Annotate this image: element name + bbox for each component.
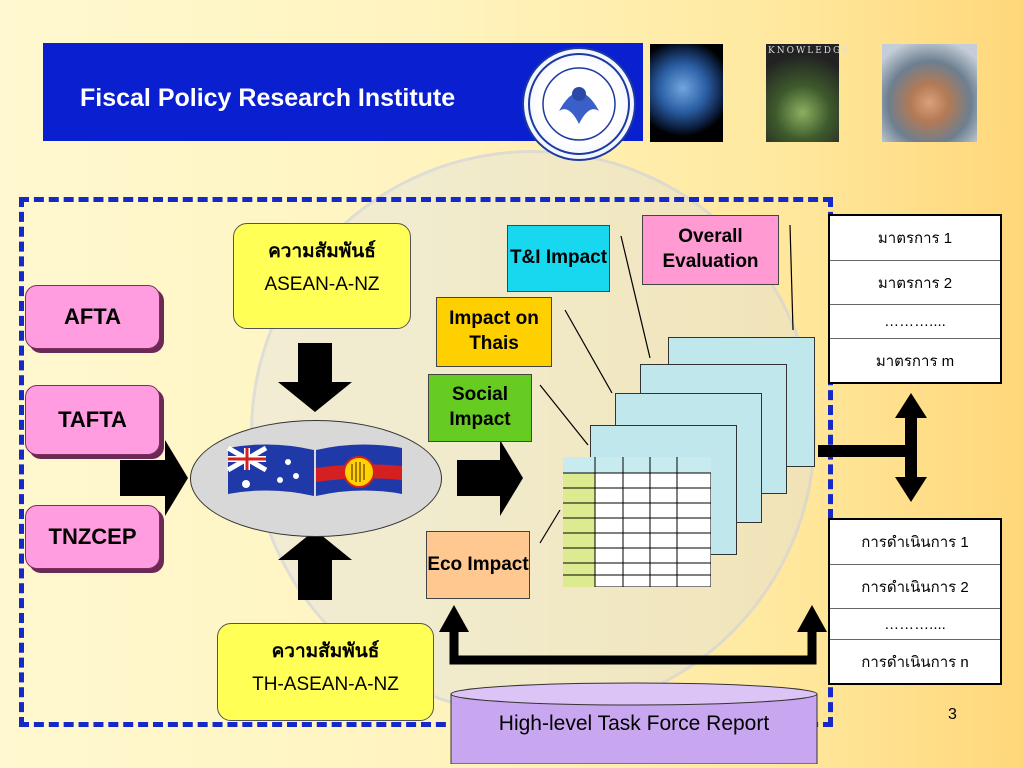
up-arrow <box>278 530 352 600</box>
relationship-top-title: ความสัมพันธ์ <box>268 241 376 262</box>
measure-item: มาตรการ m <box>875 352 955 370</box>
feedback-arrow-right <box>797 605 827 632</box>
earth-photo <box>650 44 723 142</box>
bracket-connector <box>818 445 908 457</box>
report-cylinder <box>450 682 818 764</box>
down-arrow <box>278 343 352 412</box>
relationship-top: ความสัมพันธ์ ASEAN-A-NZ <box>233 223 411 329</box>
header-title: Fiscal Policy Research Institute <box>80 84 456 112</box>
knowledge-photo: KNOWLEDGE <box>766 44 849 142</box>
double-arrow-down <box>895 477 927 502</box>
input-arrow <box>120 440 188 516</box>
action-item: การดำเนินการ 1 <box>830 520 1000 565</box>
input-tnzcep: TNZCEP <box>25 505 160 569</box>
relationship-bottom-title: ความสัมพันธ์ <box>271 641 380 662</box>
ti-impact-box: T&I Impact <box>507 225 610 292</box>
knowledge-text: KNOWLEDGE <box>768 46 851 56</box>
measures-list: มาตรการ 1 มาตรการ 2 ……….... มาตรการ m <box>828 214 1002 384</box>
callout-lines <box>539 224 794 544</box>
measure-item: ……….... <box>830 305 1000 339</box>
overall-evaluation-box: Overall Evaluation <box>642 215 779 285</box>
social-impact-box: Social Impact <box>428 374 532 442</box>
australia-asean-flags <box>226 444 402 496</box>
input-afta: AFTA <box>25 285 160 349</box>
action-item: ……….... <box>830 609 1000 640</box>
page-number: 3 <box>948 706 957 723</box>
process-frame <box>19 197 833 727</box>
input-tafta: TAFTA <box>25 385 160 455</box>
feedback-arrow-left <box>439 605 469 632</box>
report-label: High-level Task Force Report <box>498 712 770 735</box>
relationship-top-subtitle: ASEAN-A-NZ <box>264 274 380 295</box>
eco-impact-box: Eco Impact <box>426 531 530 599</box>
institute-logo <box>522 47 636 161</box>
impact-on-thais-box: Impact on Thais <box>436 297 552 367</box>
actions-list: การดำเนินการ 1 การดำเนินการ 2 ……….... กา… <box>828 518 1002 685</box>
teamwork-hands-photo <box>882 44 977 142</box>
double-arrow-up <box>895 393 927 418</box>
feedback-loop <box>449 630 817 665</box>
double-arrow-shaft <box>905 410 917 482</box>
spreadsheet-grid <box>563 457 711 587</box>
output-arrow <box>457 440 523 516</box>
measure-item: มาตรการ 1 <box>830 216 1000 261</box>
relationship-bottom-subtitle: TH-ASEAN-A-NZ <box>252 674 399 695</box>
relationship-bottom: ความสัมพันธ์ TH-ASEAN-A-NZ <box>217 623 434 721</box>
action-item: การดำเนินการ 2 <box>830 565 1000 609</box>
measure-item: มาตรการ 2 <box>830 261 1000 305</box>
action-item: การดำเนินการ n <box>861 653 969 671</box>
